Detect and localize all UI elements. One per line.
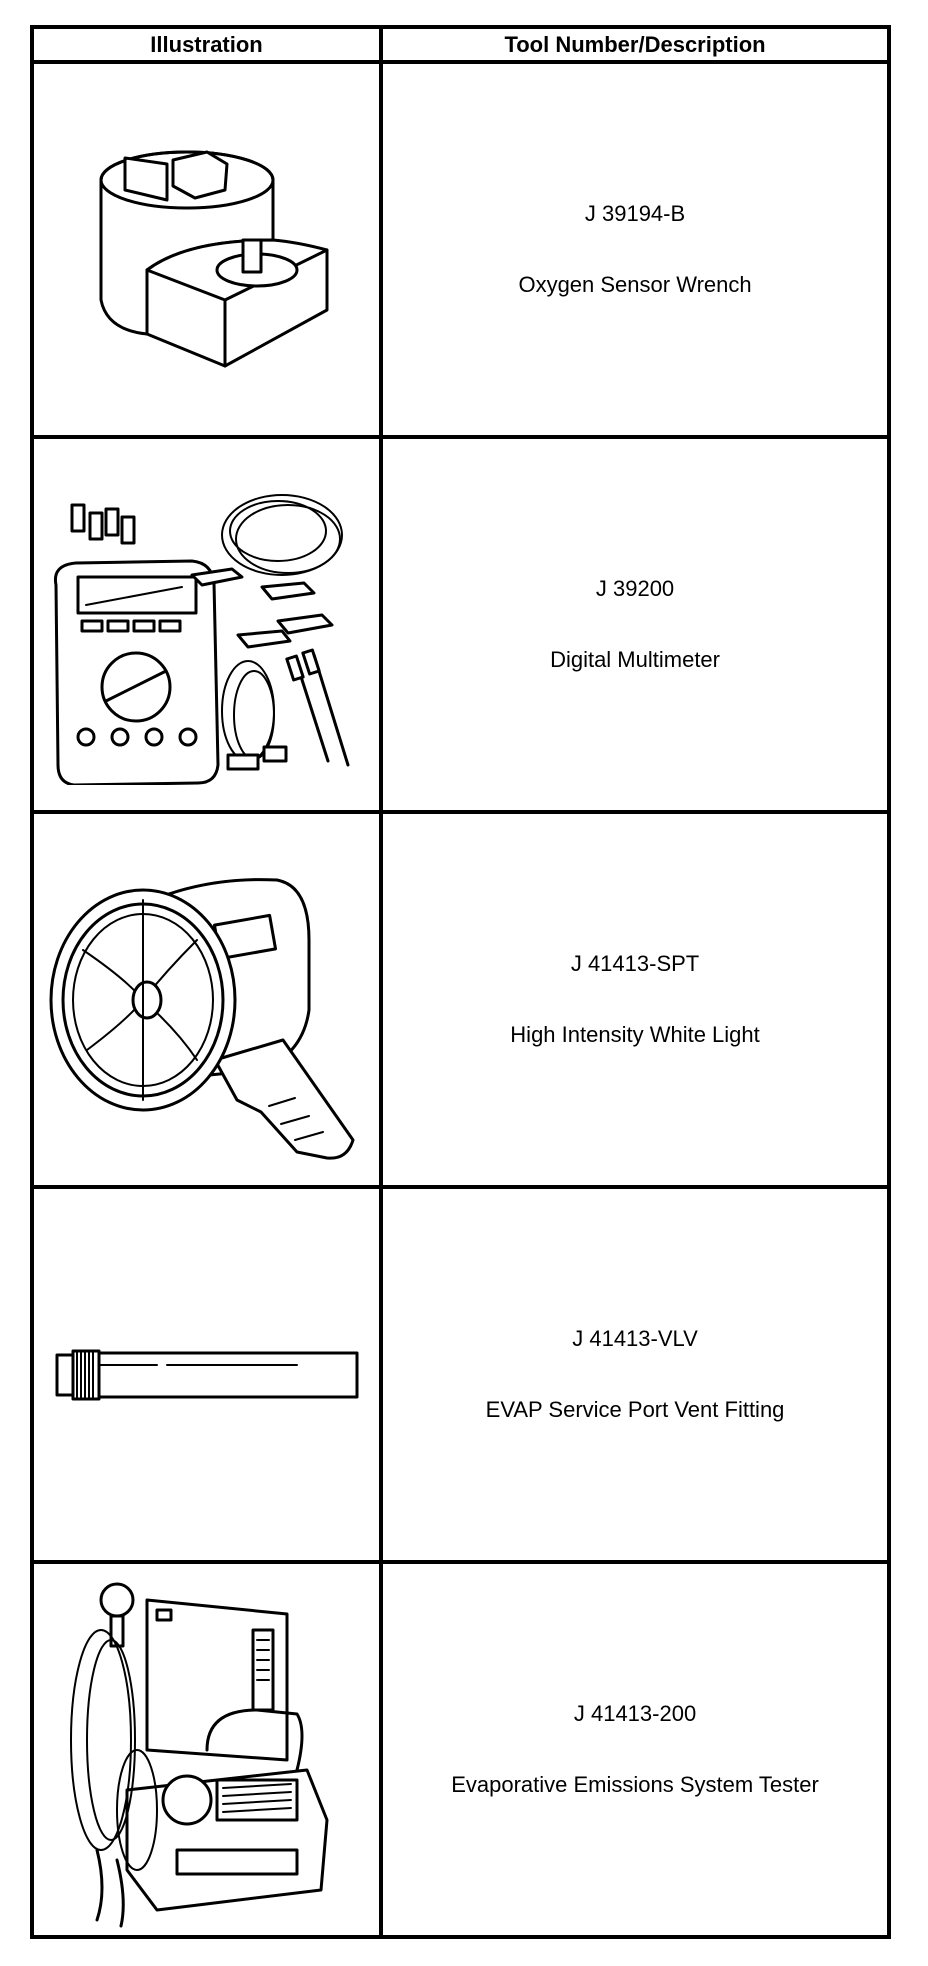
digital-multimeter-illustration xyxy=(53,493,350,785)
oxygen-sensor-wrench-illustration xyxy=(99,150,329,367)
tool-number: J 41413-SPT xyxy=(570,951,700,977)
description-cell: J 41413-VLV EVAP Service Port Vent Fitti… xyxy=(379,1185,891,1564)
table-row: J 41413-SPT High Intensity White Light xyxy=(29,810,891,1189)
description-cell: J 41413-SPT High Intensity White Light xyxy=(379,810,891,1189)
tool-description: Digital Multimeter xyxy=(550,646,720,672)
tool-number: J 41413-VLV xyxy=(572,1326,698,1352)
emissions-tester-illustration xyxy=(69,1582,329,1927)
illustration-cell xyxy=(29,60,384,439)
header-tool-description: Tool Number/Description xyxy=(379,25,891,64)
tools-table: Illustration Tool Number/Description xyxy=(29,25,891,1939)
description-cell: J 41413-200 Evaporative Emissions System… xyxy=(379,1560,891,1939)
header-illustration: Illustration xyxy=(29,25,384,64)
tool-description: High Intensity White Light xyxy=(510,1021,760,1047)
illustration-cell xyxy=(29,1560,384,1939)
description-cell: J 39200 Digital Multimeter xyxy=(379,435,891,814)
description-cell: J 39194-B Oxygen Sensor Wrench xyxy=(379,60,891,439)
tool-number: J 41413-200 xyxy=(573,1701,697,1727)
vent-fitting-illustration xyxy=(55,1349,359,1400)
table-row: J 39200 Digital Multimeter xyxy=(29,435,891,814)
tool-description: Evaporative Emissions System Tester xyxy=(451,1771,819,1797)
header-row: Illustration Tool Number/Description xyxy=(29,25,891,64)
tool-number: J 39194-B xyxy=(584,201,686,227)
illustration-cell xyxy=(29,810,384,1189)
table-row: J 39194-B Oxygen Sensor Wrench xyxy=(29,60,891,439)
tool-description: Oxygen Sensor Wrench xyxy=(518,271,752,297)
tool-description: EVAP Service Port Vent Fitting xyxy=(485,1396,785,1422)
white-light-illustration xyxy=(49,877,355,1160)
table-row: J 41413-VLV EVAP Service Port Vent Fitti… xyxy=(29,1185,891,1564)
illustration-cell xyxy=(29,1185,384,1564)
table-row: J 41413-200 Evaporative Emissions System… xyxy=(29,1560,891,1939)
illustration-cell xyxy=(29,435,384,814)
tool-number: J 39200 xyxy=(595,576,675,602)
